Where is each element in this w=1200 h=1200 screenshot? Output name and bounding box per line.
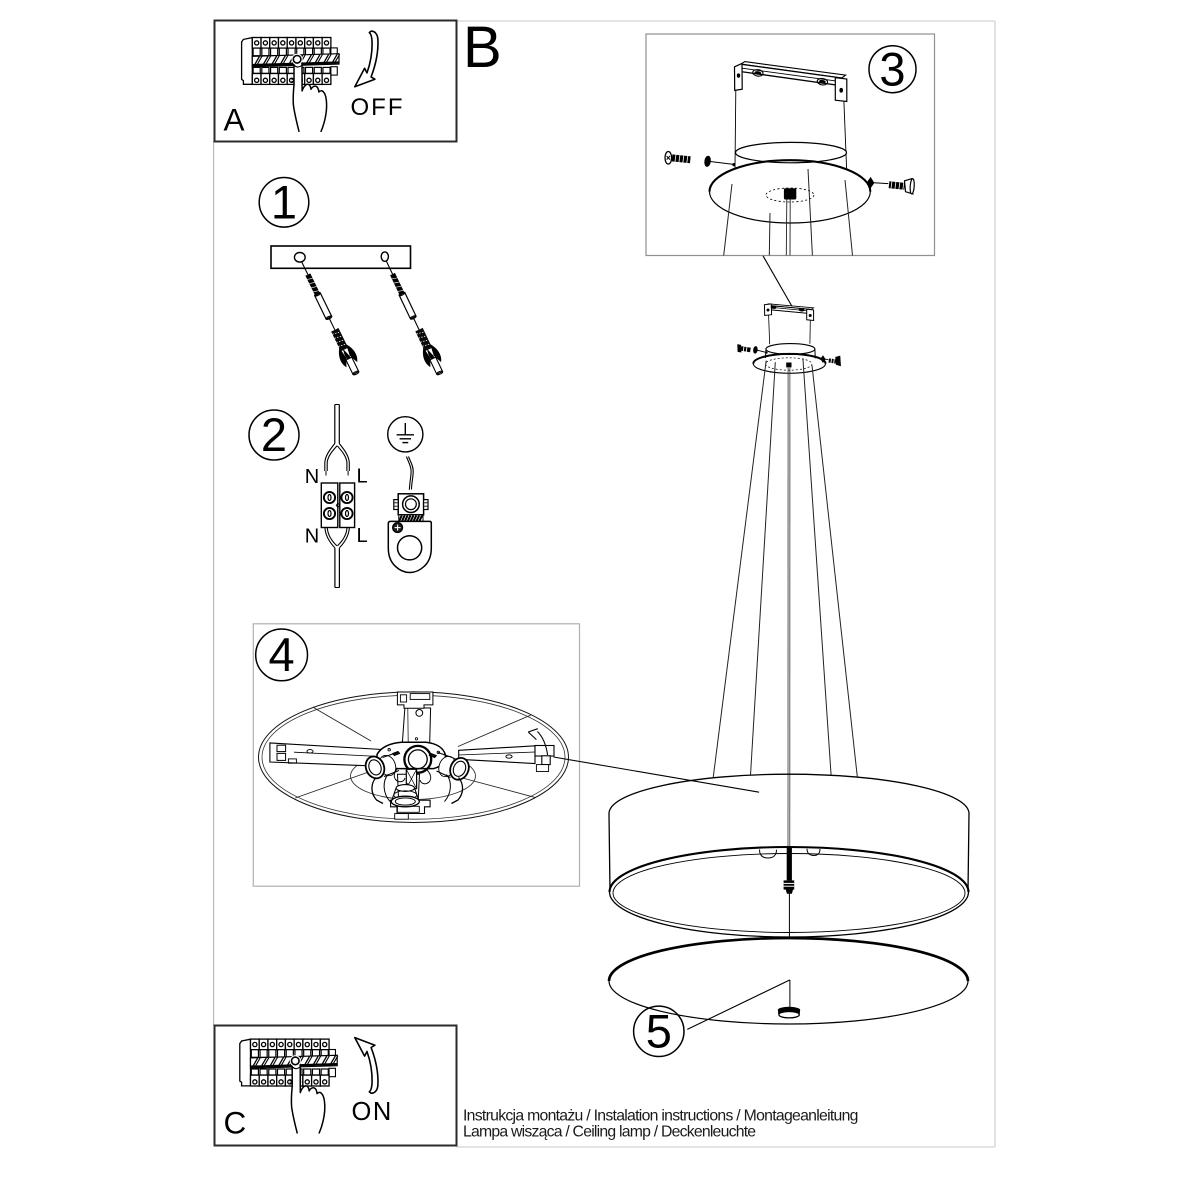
svg-text:Instrukcja montażu / Instalati: Instrukcja montażu / Instalation instruc… <box>463 1108 858 1125</box>
svg-text:1: 1 <box>271 176 297 229</box>
svg-text:N: N <box>305 466 319 488</box>
svg-text:5: 5 <box>646 1005 672 1058</box>
svg-text:Lampa wisząca / Ceiling lamp /: Lampa wisząca / Ceiling lamp / Deckenleu… <box>463 1123 756 1140</box>
svg-text:ON: ON <box>352 1098 393 1126</box>
svg-text:B: B <box>463 15 502 80</box>
svg-text:N: N <box>305 526 319 548</box>
svg-text:A: A <box>224 102 245 138</box>
svg-text:4: 4 <box>269 628 295 681</box>
svg-text:L: L <box>356 525 367 547</box>
svg-text:OFF: OFF <box>351 94 405 121</box>
svg-text:3: 3 <box>879 42 905 95</box>
svg-text:C: C <box>224 1105 247 1141</box>
svg-text:L: L <box>356 466 367 488</box>
svg-text:2: 2 <box>261 408 287 461</box>
